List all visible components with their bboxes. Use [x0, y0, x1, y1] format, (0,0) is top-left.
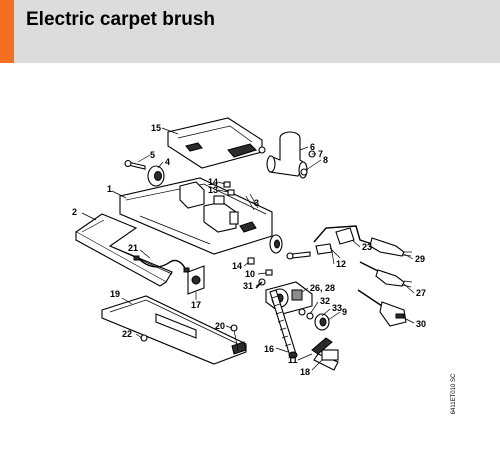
- callout-6: 6: [310, 142, 315, 152]
- header-accent-stripe: [0, 0, 14, 63]
- callout-12: 12: [336, 259, 346, 269]
- callout-7: 7: [318, 149, 323, 159]
- drawing-code: 6411ET010 SC: [448, 370, 460, 418]
- callout-19: 19: [110, 289, 120, 299]
- callout-18: 18: [300, 367, 310, 377]
- part-main-housing: [119, 177, 273, 255]
- callout-17: 17: [191, 300, 201, 310]
- part-base-plate: [101, 295, 247, 365]
- callout-33: 33: [332, 303, 342, 313]
- callout-15: 15: [151, 123, 161, 133]
- callout-29: 29: [415, 254, 425, 264]
- part-drive-plate: [187, 265, 205, 295]
- header-bar: Electric carpet brush: [0, 0, 500, 63]
- callout-10: 10: [245, 269, 255, 279]
- drawing-code-text: 6411ET010 SC: [451, 373, 457, 415]
- callout-9: 9: [342, 307, 347, 317]
- part-upper-cover: [167, 117, 263, 169]
- part-roller-wheel: [124, 159, 165, 187]
- callout-labels: 15 6 5 4 7 8 14 13 1 3 2 21 23 29 14 10 …: [72, 123, 426, 377]
- part-motor-assembly: [255, 278, 313, 315]
- page-title: Electric carpet brush: [26, 9, 216, 30]
- callout-32: 32: [320, 296, 330, 306]
- callout-5: 5: [150, 150, 155, 160]
- part-joint-housing: [258, 131, 316, 179]
- part-power-cord-variant: [359, 261, 413, 288]
- callout-22: 22: [122, 329, 132, 339]
- callout-2: 2: [72, 207, 77, 217]
- callout-11: 11: [288, 355, 298, 365]
- callout-26-28: 26, 28: [310, 283, 335, 293]
- part-cable-loom: [133, 255, 190, 273]
- callout-21: 21: [128, 243, 138, 253]
- callout-16: 16: [264, 344, 274, 354]
- callout-30: 30: [416, 319, 426, 329]
- callout-20: 20: [215, 321, 225, 331]
- callout-4: 4: [165, 157, 170, 167]
- callout-8: 8: [323, 155, 328, 165]
- part-brush-roller: [269, 289, 298, 359]
- callout-1: 1: [107, 184, 112, 194]
- leader-lines: [81, 127, 415, 371]
- part-clips: [247, 257, 273, 276]
- callout-31: 31: [243, 281, 253, 291]
- exploded-parts-diagram: 15 6 5 4 7 8 14 13 1 3 2 21 23 29 14 10 …: [72, 117, 426, 377]
- part-power-cord-euro: [313, 225, 412, 257]
- callout-14-top: 14: [208, 177, 218, 187]
- part-power-cord-uk: [357, 289, 407, 327]
- part-pulley: [298, 308, 330, 331]
- callout-3: 3: [254, 198, 259, 208]
- callout-27: 27: [416, 288, 426, 298]
- part-tool-and-label: [311, 337, 339, 371]
- callout-14-mid: 14: [232, 261, 242, 271]
- part-small-screws: [223, 181, 259, 211]
- callout-13: 13: [208, 185, 218, 195]
- part-side-wheel: [269, 234, 311, 260]
- part-shaft: [315, 243, 341, 259]
- callout-23: 23: [362, 242, 372, 252]
